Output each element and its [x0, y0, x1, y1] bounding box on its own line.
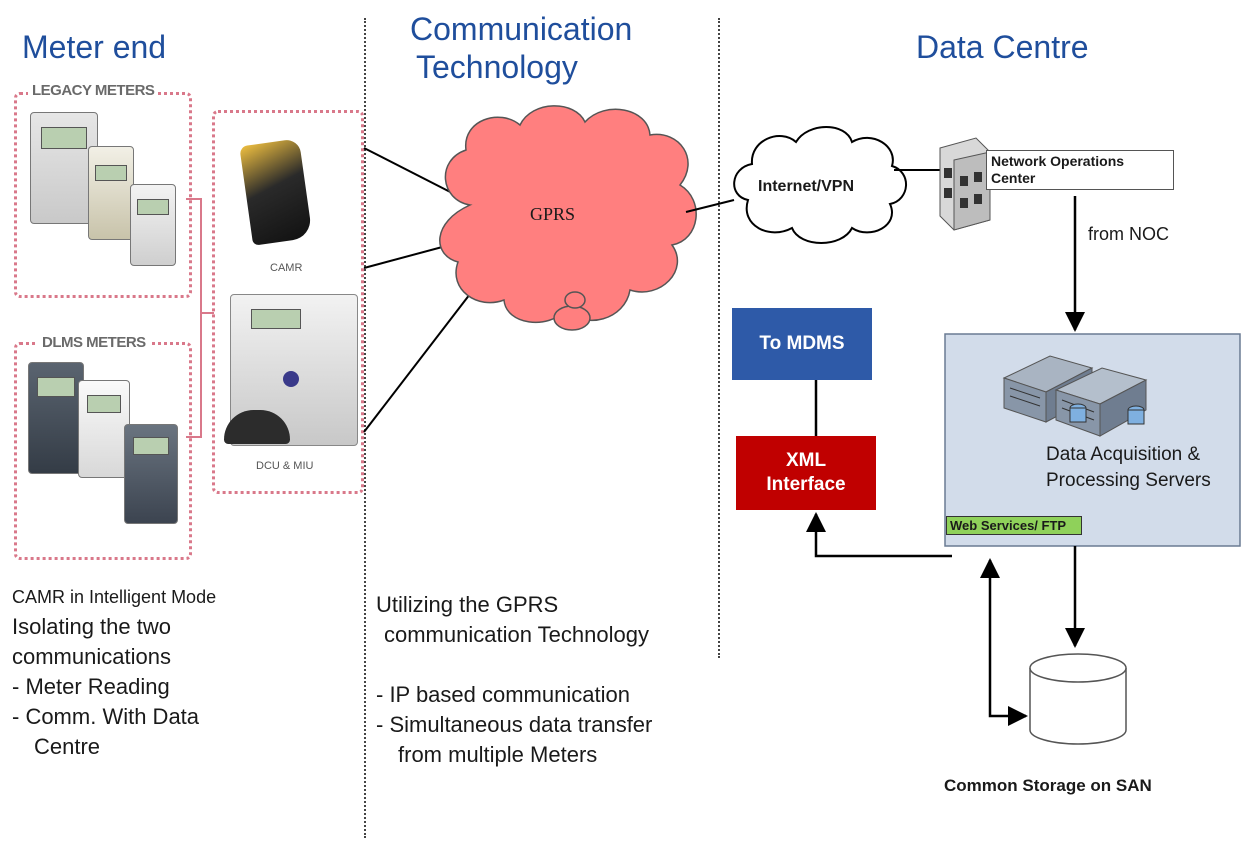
meter-connector-mid	[200, 312, 214, 314]
servers-label: Data Acquisition & Processing Servers	[1046, 444, 1211, 491]
dcu-to-gprs-line	[363, 245, 447, 269]
xml-interface-box: XML Interface	[736, 436, 876, 510]
divider-right	[718, 18, 720, 658]
meter-end-heading: Meter end	[22, 29, 167, 65]
legacy-meter-3	[130, 184, 176, 266]
dlms-meter-2	[78, 380, 130, 478]
meter-note-line1: CAMR in Intelligent Mode	[12, 587, 217, 607]
communication-notes: Utilizing the GPRS communication Technol…	[376, 590, 652, 770]
internet-cloud	[733, 126, 907, 244]
from-noc-label: from NOC	[1088, 224, 1169, 244]
divider-left	[364, 18, 366, 838]
camr-dcu-group	[212, 110, 364, 494]
comm-note-line5: from multiple Meters	[398, 742, 598, 767]
legacy-meters-label: LEGACY METERS	[28, 82, 159, 99]
comm-note-line1: Utilizing the GPRS	[376, 592, 559, 617]
communication-heading-line1: Communication	[410, 11, 633, 47]
dlms-meters-label: DLMS METERS	[38, 334, 150, 351]
server-icons	[1002, 355, 1148, 437]
gprs-label: GPRS	[530, 204, 576, 224]
data-centre-heading: Data Centre	[916, 29, 1089, 65]
meter-note-line3: communications	[12, 644, 171, 669]
meter-note-line4: - Meter Reading	[12, 674, 170, 699]
dcu-caption: DCU & MIU	[256, 460, 314, 472]
camr-caption: CAMR	[270, 262, 303, 274]
comm-note-line3: - IP based communication	[376, 682, 630, 707]
meter-note-line6: Centre	[34, 734, 101, 759]
comm-note-line2: communication Technology	[384, 622, 649, 647]
web-services-label: Web Services/ FTP	[946, 516, 1082, 535]
to-mdms-box: To MDMS	[732, 308, 872, 380]
storage-label: Common Storage on SAN	[944, 776, 1152, 795]
web-services-to-xml-arrow	[806, 512, 952, 558]
miu-to-gprs-line	[363, 293, 471, 433]
meter-note-line2: Isolating the two	[12, 614, 171, 639]
meter-note-line5: - Comm. With Data	[12, 704, 200, 729]
comm-note-line4: - Simultaneous data transfer	[376, 712, 653, 737]
meter-end-notes: CAMR in Intelligent Mode Isolating the t…	[12, 582, 216, 762]
miu-device	[224, 410, 290, 444]
dlms-meter-1	[28, 362, 84, 474]
camr-to-gprs-line	[363, 147, 463, 199]
legacy-meter-1	[30, 112, 98, 224]
gprs-to-internet-line	[685, 199, 735, 213]
dlms-meter-3	[124, 424, 178, 524]
noc-label: Network Operations Center	[986, 150, 1174, 190]
meter-connector	[186, 198, 202, 438]
meter-photo-panel: LEGACY METERS DLMS METERS CAMR DCU & MIU	[8, 80, 364, 560]
server-panel	[944, 333, 1241, 547]
storage-cylinder	[1029, 653, 1127, 745]
noc-building	[939, 137, 991, 231]
internet-vpn-label: Internet/VPN	[758, 178, 855, 195]
legacy-meter-2	[88, 146, 134, 240]
web-services-storage-arrow	[980, 558, 1028, 726]
gprs-cloud	[439, 105, 697, 331]
communication-heading: Communication Technology	[410, 10, 632, 86]
communication-heading-line2: Technology	[416, 49, 578, 85]
